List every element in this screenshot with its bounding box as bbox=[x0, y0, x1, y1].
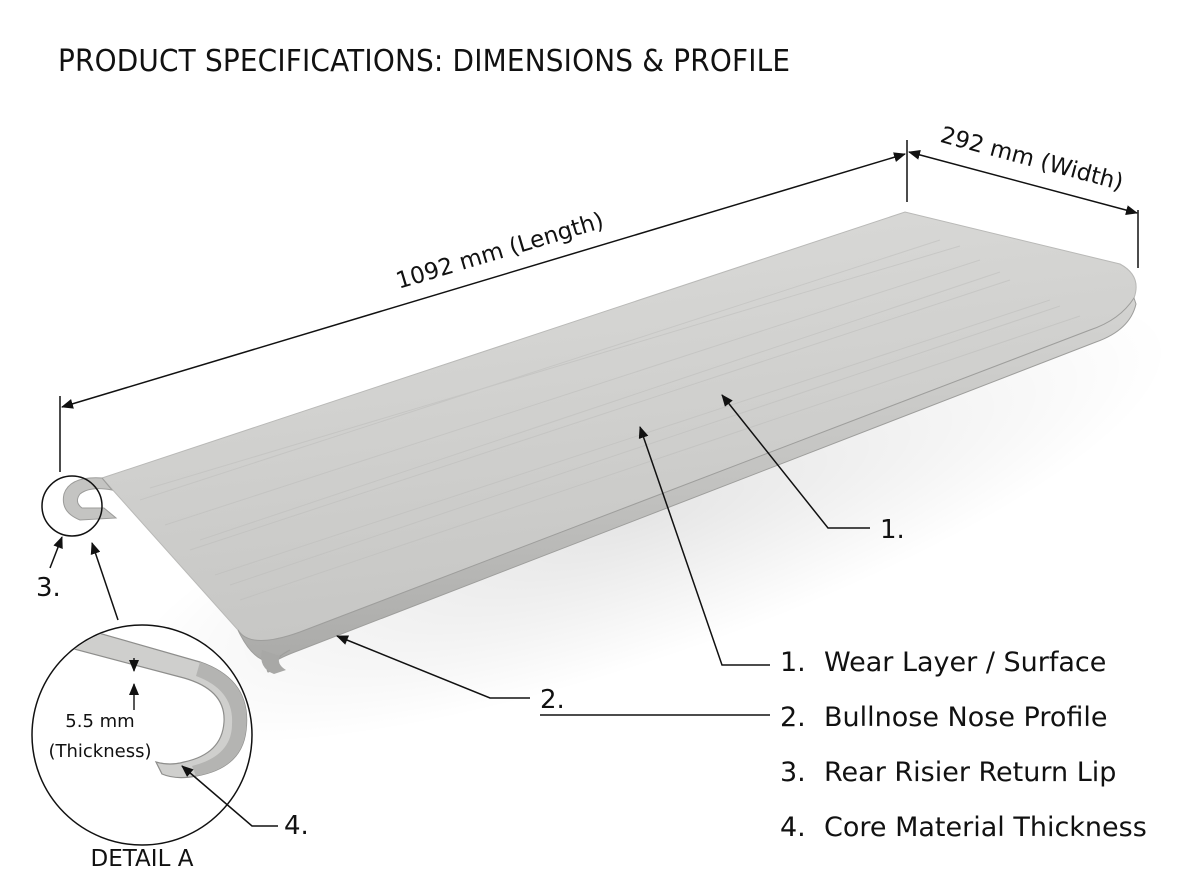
thickness-value: 5.5 mm bbox=[65, 711, 134, 732]
callout-1-label: 1. bbox=[880, 515, 905, 545]
nose-lip bbox=[261, 650, 286, 674]
page-title: PRODUCT SPECIFICATIONS: DIMENSIONS & PRO… bbox=[58, 44, 791, 79]
legend-number: 2. bbox=[780, 702, 806, 733]
callout-1-leader bbox=[721, 394, 870, 529]
legend-1-leader bbox=[638, 426, 770, 666]
callout-4-leader bbox=[181, 765, 278, 827]
callout-4-label: 4. bbox=[284, 811, 309, 841]
width-dimension-line bbox=[908, 150, 1138, 215]
detail-a-marker-circle bbox=[41, 475, 103, 537]
legend-item: 4. Core Material Thickness bbox=[780, 808, 1147, 863]
rear-return-lip bbox=[62, 477, 118, 521]
detail-nose-shade bbox=[192, 662, 247, 776]
legend-text: Wear Layer / Surface bbox=[824, 647, 1107, 678]
bullnose-edge bbox=[237, 296, 1137, 673]
callout-3-leader bbox=[49, 536, 63, 569]
legend-number: 4. bbox=[780, 812, 806, 843]
length-label: 1092 mm (Length) bbox=[393, 208, 607, 295]
detail-a: 5.5 mm (Thickness) bbox=[31, 624, 253, 846]
legend-number: 3. bbox=[780, 757, 806, 788]
legend-item: 2. Bullnose Nose Profile bbox=[780, 698, 1147, 753]
callout-2-leader bbox=[336, 635, 530, 699]
legend-number: 1. bbox=[780, 647, 806, 678]
legend: 1. Wear Layer / Surface 2. Bullnose Nose P… bbox=[780, 643, 1147, 863]
legend-text: Rear Risier Return Lip bbox=[824, 757, 1117, 788]
callout-3-label: 3. bbox=[36, 573, 61, 603]
legend-item: 1. Wear Layer / Surface bbox=[780, 643, 1147, 698]
legend-text: Core Material Thickness bbox=[824, 812, 1147, 843]
length-dimension-line bbox=[61, 152, 906, 409]
detail-link-leader bbox=[90, 542, 119, 621]
thickness-label: (Thickness) bbox=[48, 741, 151, 762]
detail-a-label: DETAIL A bbox=[91, 846, 194, 872]
legend-text: Bullnose Nose Profile bbox=[824, 702, 1108, 733]
legend-item: 3. Rear Risier Return Lip bbox=[780, 753, 1147, 808]
callout-2-label: 2. bbox=[540, 685, 565, 715]
